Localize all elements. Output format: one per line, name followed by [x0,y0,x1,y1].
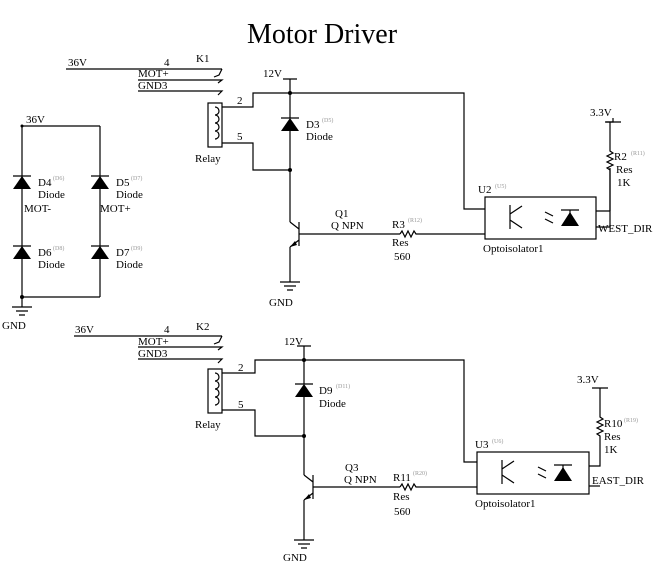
net-label-gnd3-k1: GND3 [138,80,168,92]
diode-d4-symbol [13,176,31,189]
d6-sub: (D8) [53,245,64,252]
k2-pin-5: 5 [238,399,244,411]
r2-sub: (R11) [631,150,645,157]
r10-label: Res [604,431,621,443]
d9-sub: (D11) [336,383,350,390]
u3-sub: (U6) [492,438,503,445]
r3-value: 560 [394,251,411,263]
net-label-gnd-bridge: GND [2,320,26,332]
d3-label: Diode [306,131,333,143]
d4-label: Diode [38,189,65,201]
q3-label: Q NPN [344,474,377,486]
led-u3-symbol [554,467,572,481]
net-label-3v3-top: 3.3V [590,107,612,119]
page-title: Motor Driver [247,19,398,50]
r10-ref: R10 [604,418,623,430]
k2-label: Relay [195,419,221,431]
k2-ref: K2 [196,321,209,333]
diode-bridge [12,124,109,316]
u2-ref: U2 [478,184,491,196]
r11-label: Res [393,491,410,503]
diode-d6-symbol [13,246,31,259]
d5-ref: D5 [116,177,130,189]
net-label-gnd-q1: GND [269,297,293,309]
net-label-36v-k2: 36V [75,324,94,336]
transistor-q3 [294,474,477,549]
d4-ref: D4 [38,177,52,189]
u2-sub: (U5) [495,183,506,190]
d6-label: Diode [38,259,65,271]
transistor-q1 [280,221,485,291]
net-label-mot-plus-k1: MOT+ [138,68,169,80]
led-u2-symbol [561,212,579,226]
diode-d9-symbol [295,384,313,397]
net-label-mot-minus: MOT- [24,203,51,215]
k1-pin-2: 2 [237,95,243,107]
q1-label: Q NPN [331,220,364,232]
d5-label: Diode [116,189,143,201]
net-label-mot-plus-k2: MOT+ [138,336,169,348]
r11-value: 560 [394,506,411,518]
r11-sub: (R20) [413,470,427,477]
r11-ref: R11 [393,472,411,484]
net-label-east-dir: EAST_DIR [592,475,645,487]
r2-label: Res [616,164,633,176]
k1-pin-5: 5 [237,131,243,143]
d3-and-supply [281,78,485,222]
net-label-3v3-bottom: 3.3V [577,374,599,386]
d7-ref: D7 [116,247,130,259]
u3-ref: U3 [475,439,489,451]
r3-ref: R3 [392,219,405,231]
net-label-12v-bottom: 12V [284,336,303,348]
k1-pin-4: 4 [164,57,170,69]
r3-sub: (R12) [408,217,422,224]
d9-ref: D9 [319,385,333,397]
d6-ref: D6 [38,247,52,259]
d9-label: Diode [319,398,346,410]
r2-ref: R2 [614,151,627,163]
d7-label: Diode [116,259,143,271]
relay-k2 [74,335,304,437]
net-label-gnd-q3: GND [283,552,307,563]
diode-d3-symbol [281,118,299,131]
net-label-west-dir: WEST_DIR [598,223,653,235]
q1-ref: Q1 [335,208,348,220]
d4-sub: (D6) [53,175,64,182]
r3-label: Res [392,237,409,249]
r10-value: 1K [604,444,618,456]
optoisolator-u3 [476,387,608,495]
net-label-mot-plus: MOT+ [100,203,131,215]
k2-pin-2: 2 [238,362,244,374]
net-label-36v-k1: 36V [68,57,87,69]
d3-ref: D3 [306,119,320,131]
optoisolator-u2 [484,118,621,240]
r10-sub: (R19) [624,417,638,424]
diode-d5-symbol [91,176,109,189]
d9-and-supply [295,345,477,475]
u2-label: Optoisolator1 [483,243,544,255]
diode-d7-symbol [91,246,109,259]
k2-pin-4: 4 [164,324,170,336]
net-label-36v-bridge: 36V [26,114,45,126]
net-label-12v-top: 12V [263,68,282,80]
u3-label: Optoisolator1 [475,498,536,510]
net-label-gnd3-k2: GND3 [138,348,168,360]
r2-value: 1K [617,177,631,189]
relay-k1 [66,68,290,171]
d5-sub: (D7) [131,175,142,182]
d7-sub: (D9) [131,245,142,252]
q3-ref: Q3 [345,462,359,474]
k1-ref: K1 [196,53,209,65]
d3-sub: (D5) [322,117,333,124]
k1-label: Relay [195,153,221,165]
